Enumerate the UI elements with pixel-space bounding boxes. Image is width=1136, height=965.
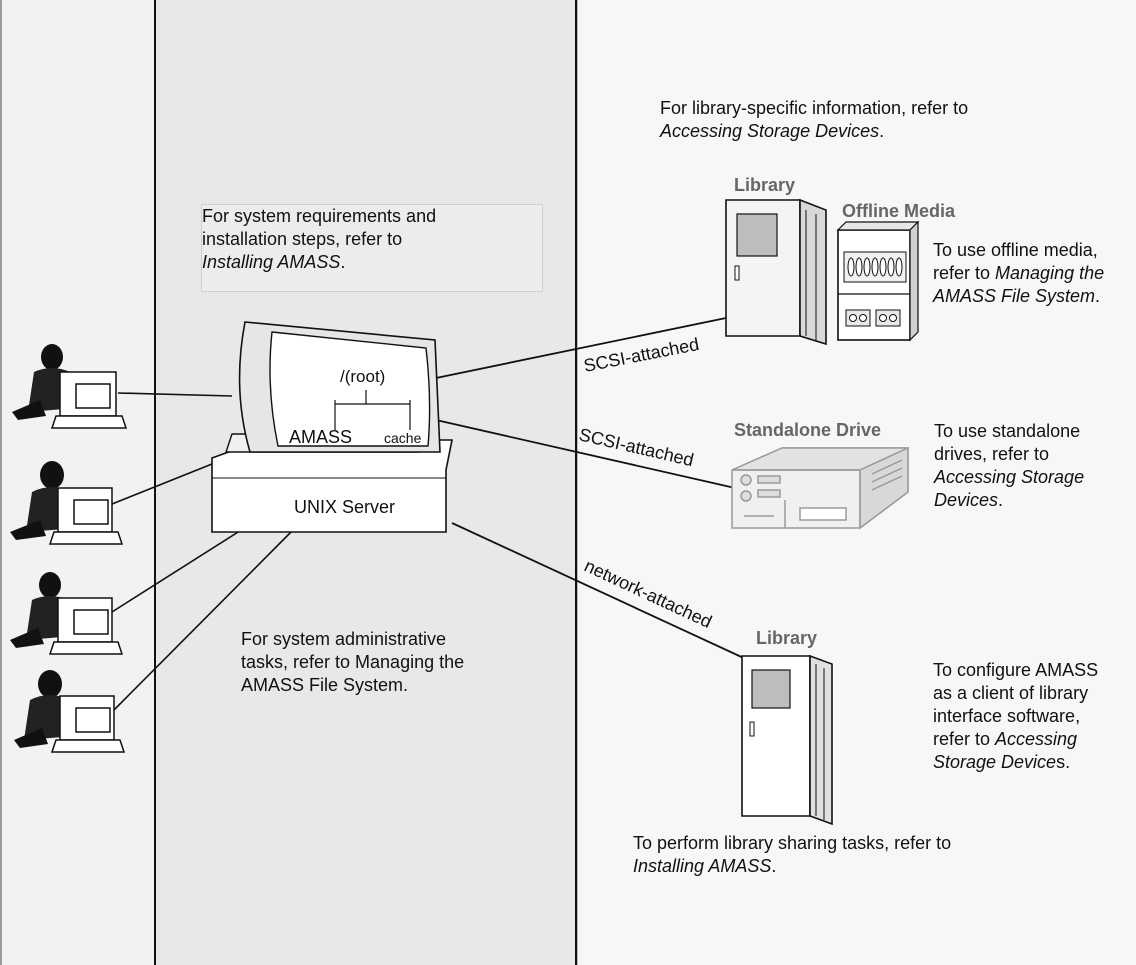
user-2 <box>10 461 124 545</box>
user-4 <box>14 670 126 753</box>
offline-note: To use offline media, refer to Managing … <box>933 240 1105 306</box>
library-top-icon <box>725 198 827 346</box>
amass-label: AMASS <box>289 427 352 447</box>
left-panel <box>0 0 154 965</box>
root-label: /(root) <box>340 367 385 386</box>
network-label: network-attached <box>581 555 715 631</box>
unix-server: /(root) AMASS cache UNIX Server <box>211 321 453 533</box>
scsi-library-label: SCSI-attached <box>582 334 701 376</box>
standalone-note: To use standalone drives, refer to Acces… <box>934 421 1085 510</box>
scsi-drive-label: SCSI-attached <box>577 424 696 470</box>
offline-media-icon <box>836 220 920 342</box>
cache-label: cache <box>384 430 422 446</box>
library-info-note: For library-specific information, refer … <box>660 98 969 141</box>
server-label: UNIX Server <box>294 497 395 517</box>
library-bottom-label: Library <box>756 628 818 648</box>
admin-note: For system administrative tasks, refer t… <box>241 629 465 695</box>
offline-media-label: Offline Media <box>842 201 956 221</box>
library-top-label: Library <box>734 175 796 195</box>
user-1 <box>12 344 128 429</box>
standalone-drive-label: Standalone Drive <box>734 420 882 440</box>
library-bottom-icon <box>741 654 833 826</box>
user-3 <box>10 572 124 655</box>
install-note: For system requirements and installation… <box>201 204 543 292</box>
device-connections <box>435 317 749 661</box>
configure-note: To configure AMASS as a client of librar… <box>933 660 1099 772</box>
sharing-note: To perform library sharing tasks, refer … <box>633 833 952 876</box>
standalone-drive-icon <box>731 446 909 530</box>
